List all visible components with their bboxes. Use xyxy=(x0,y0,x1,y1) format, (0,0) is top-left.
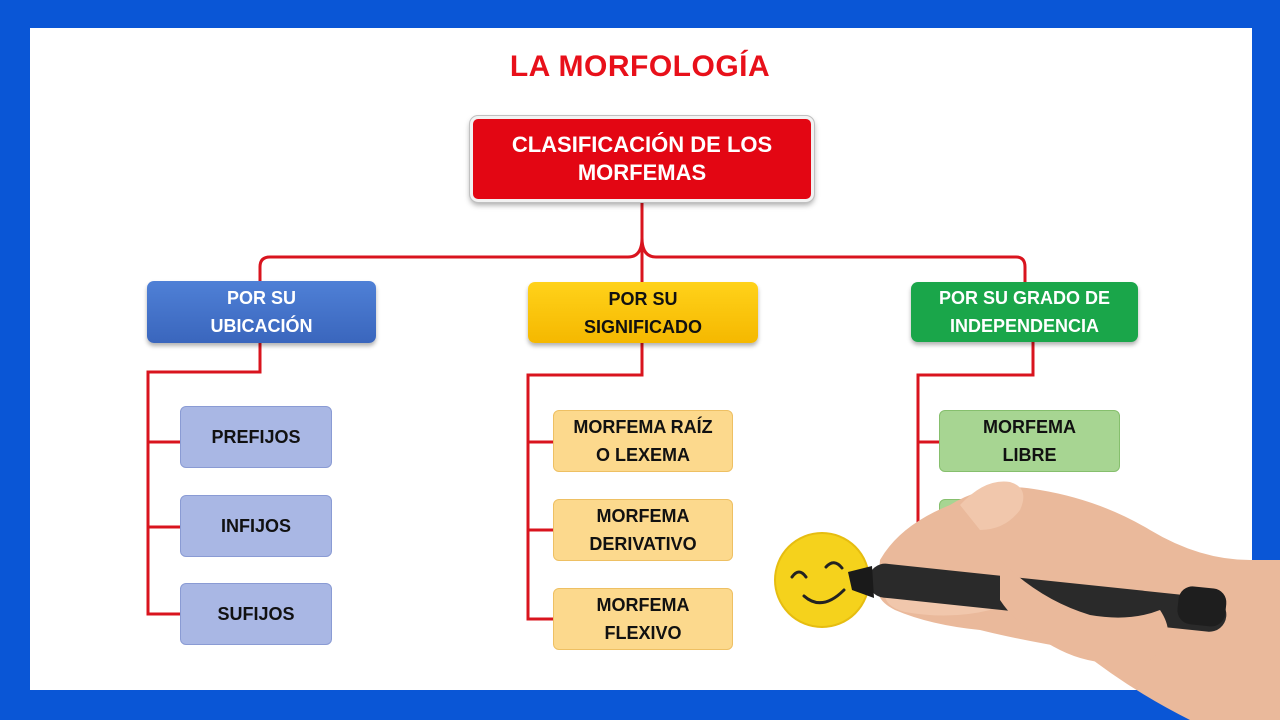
leaf-morfema-derivativo-line-2: DERIVATIVO xyxy=(589,534,697,554)
leaf-infijos: INFIJOS xyxy=(180,495,332,557)
leaf-morfema-raiz-line-1: MORFEMA RAÍZ xyxy=(573,417,713,437)
leaf-morfema-libre-line-1: MORFEMA xyxy=(983,417,1076,437)
connector-significado-trunk xyxy=(526,343,644,621)
root-line-2: MORFEMAS xyxy=(577,160,707,185)
category-independencia: POR SU GRADO DE INDEPENDENCIA xyxy=(911,282,1138,342)
category-ubicacion-line-1: POR SU xyxy=(226,288,296,308)
category-significado-line-2: SIGNIFICADO xyxy=(583,316,702,337)
leaf-morfema-flexivo-line-1: MORFEMA xyxy=(596,595,690,615)
category-significado-line-1: POR SU xyxy=(608,288,678,309)
leaf-morfema-derivativo: MORFEMA DERIVATIVO xyxy=(553,499,733,561)
connector-ubicacion-trunk xyxy=(146,343,262,616)
connector-root-right xyxy=(640,237,1027,282)
root-line-1: CLASIFICACIÓN DE LOS xyxy=(511,132,773,157)
page-title: LA MORFOLOGÍA xyxy=(509,50,771,83)
connector-independencia-trunk xyxy=(916,342,1035,560)
category-ubicacion: POR SU UBICACIÓN xyxy=(147,281,376,343)
category-independencia-line-2: INDEPENDENCIA xyxy=(949,316,1100,336)
leaf-morfema-derivativo-line-1: MORFEMA xyxy=(596,506,690,526)
hand-holding-marker-icon xyxy=(848,481,1280,720)
leaf-morfema-libre: MORFEMA LIBRE xyxy=(939,410,1120,472)
root-node: CLASIFICACIÓN DE LOS MORFEMAS xyxy=(469,115,815,203)
leaf-sufijos: SUFIJOS xyxy=(180,583,332,645)
category-significado: POR SU SIGNIFICADO xyxy=(528,282,758,343)
category-ubicacion-line-2: UBICACIÓN xyxy=(210,316,313,336)
leaf-morfema-raiz-line-2: O LEXEMA xyxy=(595,445,690,465)
leaf-prefijos: PREFIJOS xyxy=(180,406,332,468)
category-independencia-line-1: POR SU GRADO DE xyxy=(938,288,1111,308)
leaf-morfema-flexivo-line-2: FLEXIVO xyxy=(604,623,682,643)
leaf-morfema-raiz: MORFEMA RAÍZ O LEXEMA xyxy=(553,410,733,472)
leaf-morfema-flexivo: MORFEMA FLEXIVO xyxy=(553,588,733,650)
leaf-morfema-libre-line-2: LIBRE xyxy=(1002,445,1057,465)
